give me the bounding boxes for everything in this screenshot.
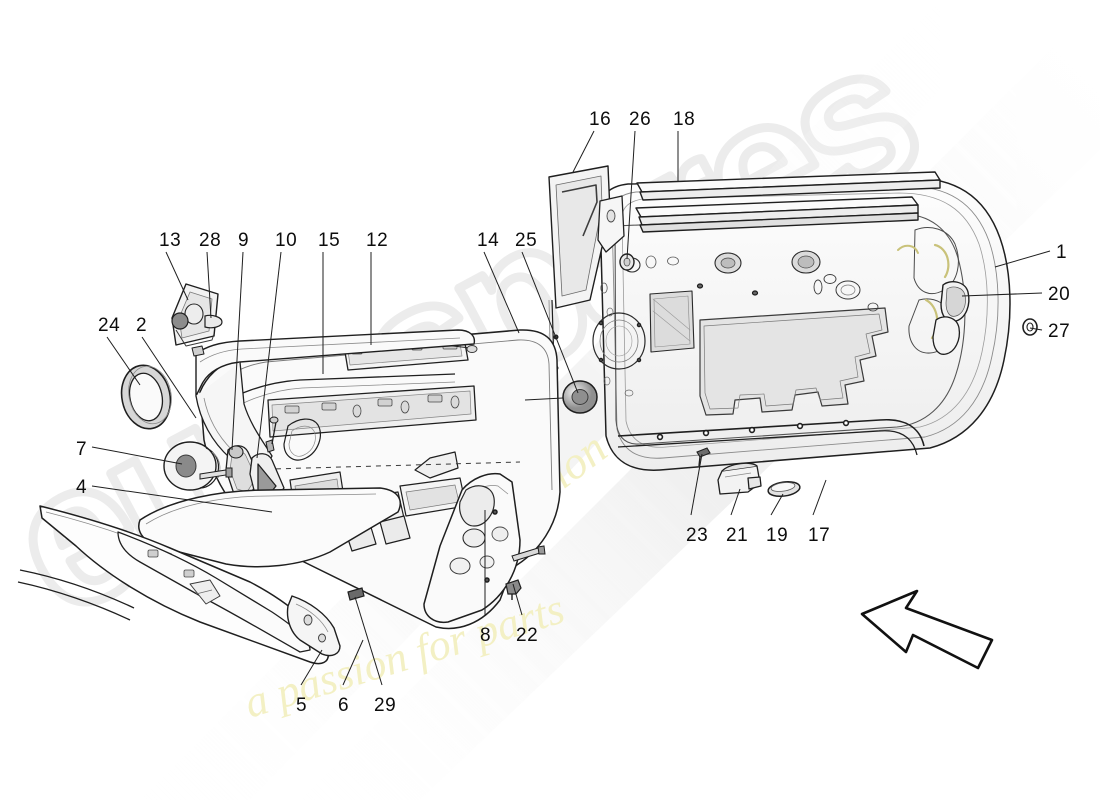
callout-number-13: 13 bbox=[159, 230, 182, 251]
callout-number-19: 19 bbox=[766, 525, 789, 546]
part-fixing-screw bbox=[199, 467, 233, 480]
leader-line-5 bbox=[300, 649, 323, 686]
part-door-shell bbox=[592, 177, 1038, 471]
part-small-stud-clip bbox=[347, 587, 365, 601]
leader-line-2 bbox=[141, 336, 197, 419]
callout-number-29: 29 bbox=[374, 695, 397, 716]
leader-line-22 bbox=[512, 583, 523, 616]
part-lock-pin bbox=[269, 416, 279, 445]
leader-line-16 bbox=[572, 130, 595, 173]
callout-number-9: 9 bbox=[238, 230, 250, 251]
part-door-weatherstrip bbox=[617, 419, 925, 456]
part-belt-moulding-upper bbox=[636, 171, 941, 201]
callout-number-2: 2 bbox=[136, 315, 148, 336]
leader-line-13 bbox=[165, 251, 189, 301]
callout-number-4: 4 bbox=[76, 477, 88, 498]
callout-number-12: 12 bbox=[366, 230, 389, 251]
callout-number-14: 14 bbox=[477, 230, 500, 251]
callout-number-23: 23 bbox=[686, 525, 709, 546]
leader-line-21 bbox=[730, 488, 741, 516]
leader-line-9 bbox=[231, 251, 244, 451]
part-oval-grommet bbox=[767, 480, 801, 498]
leader-line-17 bbox=[812, 479, 827, 516]
leader-line-6 bbox=[342, 639, 364, 686]
callout-number-24: 24 bbox=[98, 315, 121, 336]
leader-line-19 bbox=[770, 493, 784, 516]
part-belt-moulding-lower bbox=[635, 196, 919, 233]
leader-line-14 bbox=[483, 251, 520, 334]
leader-line-23 bbox=[690, 453, 703, 516]
leader-line-26 bbox=[626, 130, 636, 260]
direction-arrow bbox=[860, 589, 994, 670]
callout-number-1: 1 bbox=[1056, 242, 1068, 263]
part-screw-fastener bbox=[696, 447, 711, 467]
part-front-corner-bracket bbox=[548, 165, 611, 433]
callout-number-6: 6 bbox=[338, 695, 350, 716]
leader-line-4 bbox=[91, 485, 273, 513]
callout-number-16: 16 bbox=[589, 109, 612, 130]
leader-line-10 bbox=[256, 251, 282, 459]
leader-line-25 bbox=[521, 251, 579, 394]
callout-number-27: 27 bbox=[1048, 321, 1071, 342]
leader-line-27 bbox=[1029, 327, 1043, 331]
callout-number-22: 22 bbox=[516, 625, 539, 646]
callout-number-7: 7 bbox=[76, 439, 88, 460]
leader-line-28 bbox=[206, 251, 212, 319]
leader-line-7 bbox=[91, 446, 183, 465]
part-latch-striker-cover bbox=[717, 462, 762, 495]
part-speaker-gasket-ring bbox=[120, 364, 172, 430]
callout-number-10: 10 bbox=[275, 230, 298, 251]
construction-line bbox=[235, 461, 521, 471]
callout-number-18: 18 bbox=[673, 109, 696, 130]
callout-number-26: 26 bbox=[629, 109, 652, 130]
part-trim-panel-grommet bbox=[524, 380, 598, 414]
part-left-panel-edge bbox=[17, 569, 135, 621]
callout-number-21: 21 bbox=[726, 525, 749, 546]
part-corner-bracket-inner bbox=[597, 195, 625, 253]
leader-line-29 bbox=[354, 596, 383, 686]
leader-lines bbox=[91, 130, 1051, 686]
callout-number-15: 15 bbox=[318, 230, 341, 251]
part-mirror-triangle-cover bbox=[171, 283, 219, 347]
leader-line-24 bbox=[106, 336, 141, 386]
leader-line-20 bbox=[961, 292, 1043, 297]
part-pocket-liner bbox=[117, 531, 311, 653]
part-cover-clip bbox=[204, 314, 223, 329]
callout-number-28: 28 bbox=[199, 230, 222, 251]
part-trim-panel-edge bbox=[423, 472, 521, 624]
leader-line-1 bbox=[994, 250, 1051, 268]
callout-number-17: 17 bbox=[808, 525, 831, 546]
part-screw-upper bbox=[511, 545, 546, 562]
callout-number-8: 8 bbox=[480, 625, 492, 646]
part-grommet-plug bbox=[619, 253, 635, 271]
callout-number-5: 5 bbox=[296, 695, 308, 716]
callout-number-25: 25 bbox=[515, 230, 538, 251]
callout-number-20: 20 bbox=[1048, 284, 1071, 305]
part-pocket-end-bracket bbox=[286, 595, 341, 657]
